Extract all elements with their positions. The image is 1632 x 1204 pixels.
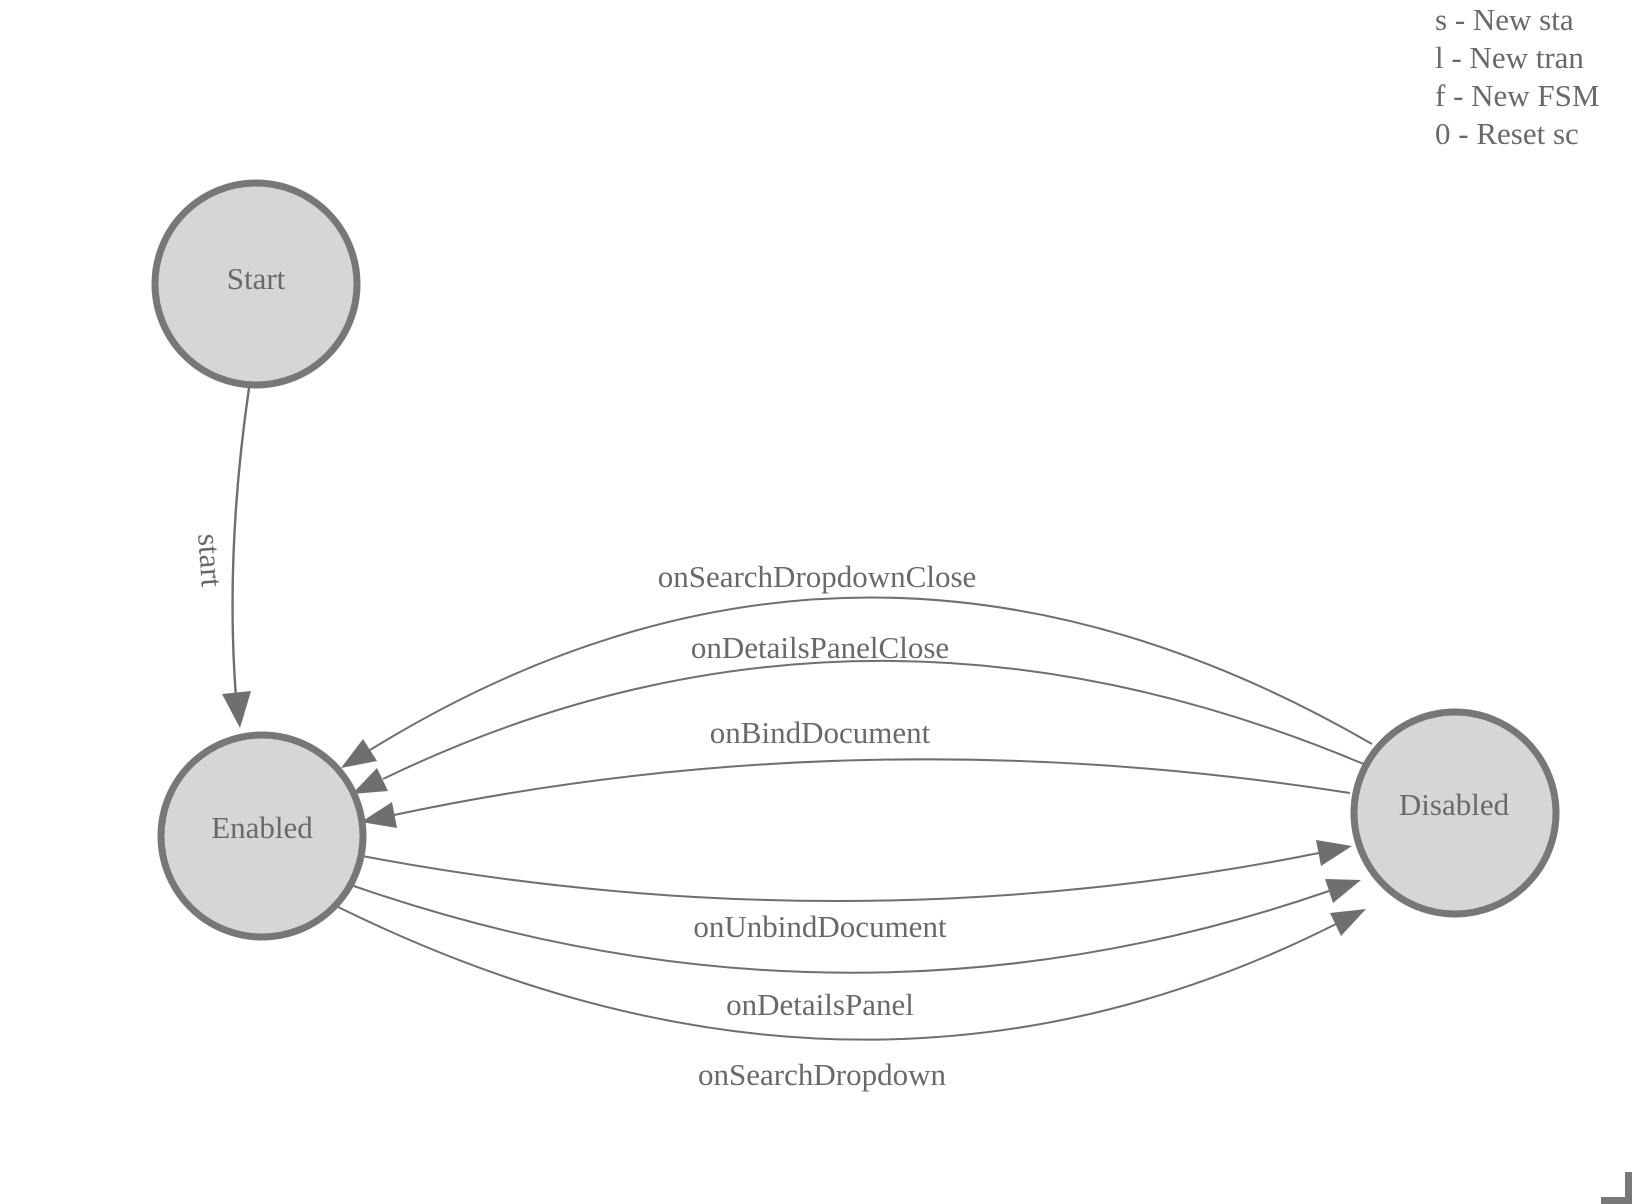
node-disabled: Disabled: [1350, 708, 1560, 918]
legend-item: f - New FSM: [1435, 78, 1600, 113]
edge-onsearchdropdownclose-label[interactable]: onSearchDropdownClose: [658, 559, 977, 594]
legend-item: l - New tran: [1435, 40, 1584, 75]
node-start-label: Start: [227, 261, 286, 296]
node-disabled-circle[interactable]: [1350, 708, 1560, 918]
edge-onsearchdropdown-label[interactable]: onSearchDropdown: [698, 1057, 946, 1092]
edge-ondetailspanelclose-label[interactable]: onDetailsPanelClose: [691, 630, 949, 665]
edge-onsearchdropdownclose: onSearchDropdownClose: [341, 559, 1373, 768]
node-start: Start: [151, 179, 361, 389]
edge-ondetailspanel-arrowhead-icon: [1325, 879, 1361, 903]
edge-onbinddocument-label[interactable]: onBindDocument: [710, 715, 931, 750]
edge-onsearchdropdownclose-path[interactable]: [369, 596, 1373, 751]
shortcut-legend: s - New sta l - New tran f - New FSM 0 -…: [1435, 1, 1599, 153]
legend-item: s - New sta: [1435, 2, 1574, 37]
edge-start: start: [191, 387, 251, 728]
node-enabled-circle[interactable]: [157, 731, 367, 941]
edge-ondetailspanel: onDetailsPanel: [347, 879, 1361, 1022]
edge-onunbinddocument-label[interactable]: onUnbindDocument: [693, 909, 947, 944]
edge-onsearchdropdown-arrowhead-icon: [1330, 909, 1366, 936]
edge-ondetailspanelclose-arrowhead-icon: [352, 768, 388, 794]
edge-onunbinddocument-path[interactable]: [356, 852, 1320, 902]
edge-start-arrowhead-icon: [222, 691, 251, 728]
edge-onsearchdropdownclose-arrowhead-icon: [341, 739, 377, 768]
frame-corner: [1601, 1172, 1632, 1204]
edge-ondetailspanel-label[interactable]: onDetailsPanel: [726, 987, 914, 1022]
edge-onbinddocument-arrowhead-icon: [361, 802, 397, 828]
edge-start-path[interactable]: [231, 387, 251, 711]
edge-onunbinddocument: onUnbindDocument: [356, 840, 1352, 944]
edge-ondetailspanel-path[interactable]: [347, 883, 1330, 974]
edge-ondetailspanelclose-path[interactable]: [382, 659, 1367, 780]
edge-start-label[interactable]: start: [191, 532, 230, 588]
edge-onbinddocument-path[interactable]: [393, 758, 1351, 816]
node-enabled-label: Enabled: [211, 810, 313, 845]
node-start-circle[interactable]: [151, 179, 361, 389]
edge-ondetailspanelclose: onDetailsPanelClose: [352, 630, 1367, 794]
legend-item: 0 - Reset sc: [1435, 116, 1579, 151]
edge-onbinddocument: onBindDocument: [361, 715, 1351, 828]
edge-onsearchdropdown: onSearchDropdown: [335, 905, 1366, 1092]
node-enabled: Enabled: [157, 731, 367, 941]
edge-onunbinddocument-arrowhead-icon: [1316, 840, 1352, 866]
edge-onsearchdropdown-path[interactable]: [335, 905, 1337, 1041]
node-disabled-label: Disabled: [1399, 787, 1510, 822]
